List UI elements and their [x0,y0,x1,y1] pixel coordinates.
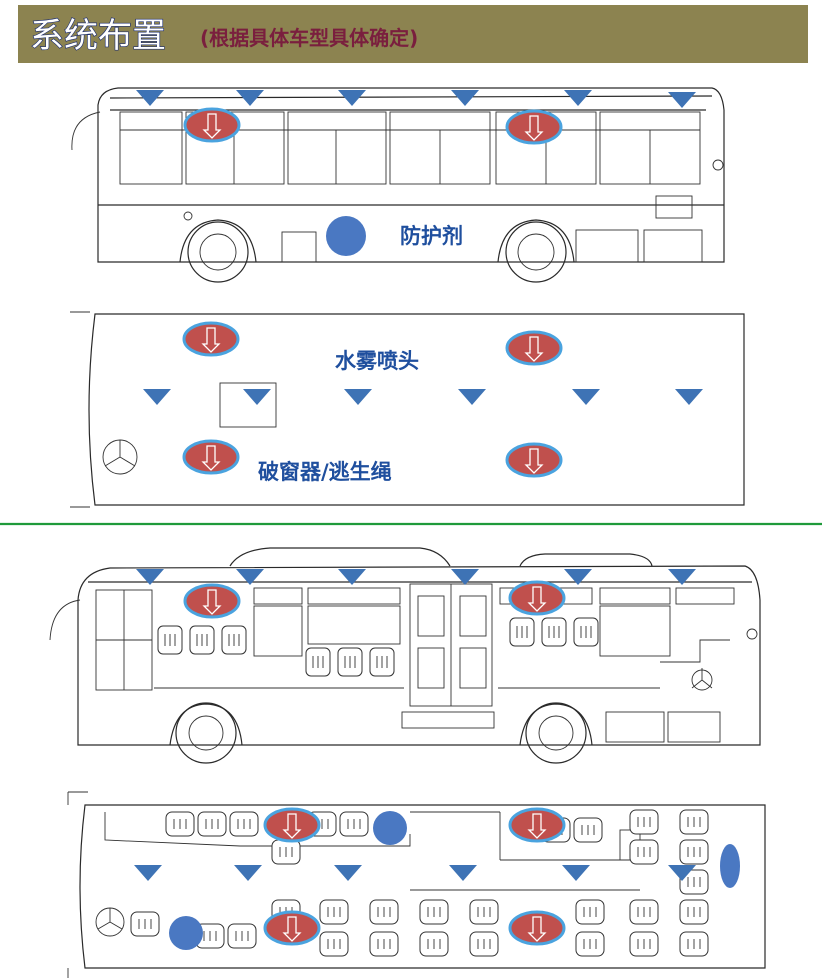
nozzle-triangle-icon [564,90,592,106]
nozzle-triangle-icon [449,865,477,881]
nozzle-triangle-icon [668,92,696,108]
agent-tank-icon [720,844,740,888]
breaker-oval-icon [505,330,563,366]
nozzle-triangle-icon [134,865,162,881]
nozzle-triangle-icon [675,389,703,405]
nozzle-triangle-icon [338,90,366,106]
bus1-side-view [71,87,725,283]
breaker-oval-icon [182,439,240,475]
breaker-oval-icon [505,442,563,478]
nozzle-triangle-icon [234,865,262,881]
bus2-side-view [49,547,761,764]
breaker-label: 破窗器/逃生绳 [258,460,392,484]
bus1-top-view [70,311,745,508]
nozzle-triangle-icon [243,389,271,405]
breaker-oval-icon [183,583,241,619]
header-title: 系统布置 [30,16,166,56]
nozzle-triangle-icon [451,90,479,106]
water-mist-nozzles [134,90,703,881]
nozzle-label: 水雾喷头 [335,349,419,373]
agent-label: 防护剂 [400,224,463,248]
bus2-top-view [67,791,766,978]
breaker-oval-icon [182,321,240,357]
header-banner [18,5,808,63]
breaker-oval-icon [263,910,321,946]
breaker-oval-icon [505,109,563,145]
breaker-oval-icon [508,580,566,616]
nozzle-triangle-icon [572,389,600,405]
nozzle-triangle-icon [143,389,171,405]
bus2-side-seats [157,617,599,677]
nozzle-triangle-icon [334,865,362,881]
agent-tank-icon [326,216,366,256]
nozzle-triangle-icon [344,389,372,405]
header-subtitle: (根据具体车型具体确定) [200,26,418,50]
breaker-oval-icon [263,807,321,843]
agent-tank-icon [169,916,203,950]
breaker-oval-icon [508,910,566,946]
breaker-oval-icon [508,807,566,843]
nozzle-triangle-icon [562,865,590,881]
agent-tank-icon [373,811,407,845]
nozzle-triangle-icon [458,389,486,405]
bus2-top-seats [130,809,709,957]
agent-tanks [169,216,740,950]
breaker-oval-icon [183,107,241,143]
